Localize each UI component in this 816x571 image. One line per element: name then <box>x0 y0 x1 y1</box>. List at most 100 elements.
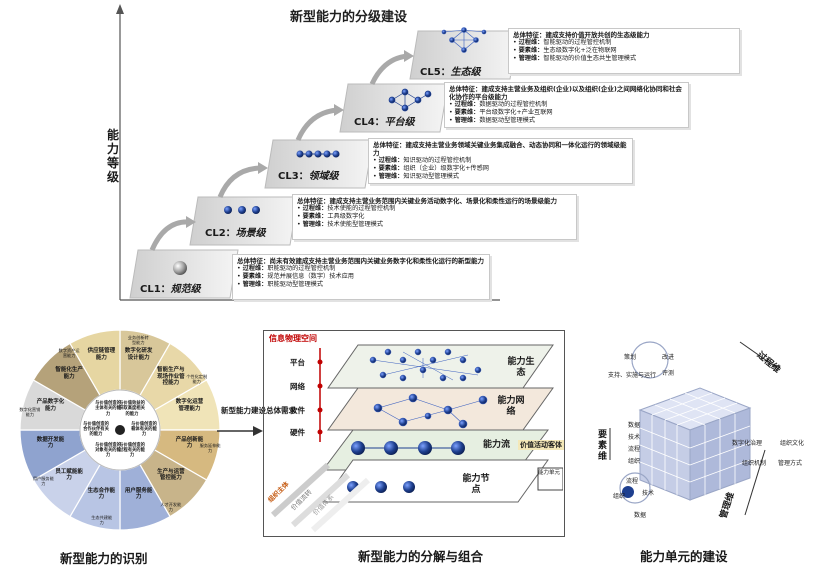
ecosystem-network-icon <box>369 348 482 382</box>
mgmt-style: 管理方式 <box>778 460 803 467</box>
wheel-segment-label: 生产与运营管控能力 <box>157 468 185 482</box>
value-arrow-3 <box>310 477 371 533</box>
card-cl5-summary: 总体特征：建成支持价值开放共创的生态级能力 <box>513 31 650 39</box>
card-cl3-summary: 总体特征：建成支持主营业务领域关键业务集成融合、动态协同和一体化运行的领域级能力 <box>373 141 627 157</box>
wheel-segment-label: 智能化生产能力 <box>55 367 83 380</box>
cycle-process: 流程 <box>626 478 639 485</box>
element-hub-icon <box>622 486 634 498</box>
process-plan: 策划 <box>624 354 637 361</box>
level-cl3-label: CL3：领域级 <box>278 171 339 182</box>
demand-arrow-label: 新型能力建设总体需求 <box>221 406 296 415</box>
item-hardware: 硬件 <box>290 428 305 437</box>
mgmt-governance: 数字化治理 <box>732 440 763 447</box>
wheel-segment-label: 生态合作能力 <box>87 487 116 501</box>
mgmt-culture: 组织文化 <box>780 440 805 447</box>
capability-wheel <box>19 329 221 531</box>
card-cl5: 总体特征：建成支持价值开放共创的生态级能力 • 过程维：智能驱动的过程管控机制 … <box>508 28 740 74</box>
label-capability-flow: 能力流 <box>483 440 511 450</box>
unit-caption: 能力单元的建设 <box>640 549 728 564</box>
wheel-inner-label: 与价值创造的载体有关的能力 <box>131 422 157 438</box>
card-cl2-summary: 总体特征：建成支持主营业务范围内关键业务活动数字化、场景化和柔性运行的场景级能力 <box>297 197 557 205</box>
wheel-outer-label: 数字资产运营能力 <box>58 348 80 359</box>
wheel-outer-label: 业务创新转型能力 <box>127 334 149 345</box>
cycle-org: 组织 <box>613 493 626 500</box>
wheel-inner-label: 与价值创造的过程有关的能力 <box>119 442 145 459</box>
item-network: 网络 <box>290 382 305 391</box>
element-cycle-icon <box>619 472 651 504</box>
space-label: 信息物理空间 <box>269 334 317 343</box>
flow-spheres-icon <box>351 441 465 455</box>
staircase-graphic <box>116 4 519 301</box>
card-cl4: 总体特征：建成支持主营业务及组织(企业)以及组织(企业)之间网络化协同和社会化协… <box>444 82 689 128</box>
card-cl4-summary: 总体特征：建成支持主营业务及组织(企业)以及组织(企业)之间网络化协同和社会化协… <box>449 85 682 101</box>
cycle-data: 数据 <box>634 512 647 519</box>
value-arrow-1 <box>270 462 331 518</box>
label-capability-node: 能力节点 <box>462 474 490 495</box>
arrow-cl1-cl2 <box>149 219 191 252</box>
element-tech: 技术 <box>628 434 641 441</box>
label-capability-network: 能力网络 <box>497 396 525 417</box>
item-software: 软件 <box>290 406 305 415</box>
process-support: 支持、实施与运行 <box>608 372 657 379</box>
unit-box-label: 能力单元 <box>538 470 561 476</box>
wheel-segment-label: 数据开发能力 <box>36 436 65 450</box>
process-cycle-icon <box>631 341 669 379</box>
capability-unit-box <box>537 467 563 491</box>
level-cl1-label: CL1：规范级 <box>140 284 201 295</box>
element-process: 流程 <box>628 446 641 453</box>
element-data: 数据 <box>628 422 641 429</box>
wheel-caption: 新型能力的识别 <box>60 551 148 566</box>
wheel-segment-label: 产品数字化能力 <box>36 399 65 412</box>
demand-arrow <box>217 426 263 436</box>
wheel-segment-label: 供应链管理能力 <box>87 348 116 361</box>
capability-cube <box>638 387 752 501</box>
wheel-segment-label: 员工赋能能力 <box>55 468 83 482</box>
y-axis-label-text: 能力等级 <box>106 128 119 184</box>
layer-node <box>322 459 549 503</box>
wheel-segment-label: 智能生产与现场作业管控能力 <box>157 367 185 387</box>
element-dim-label: 要素维 <box>598 430 608 462</box>
wheel-inner-label: 与价值创造的合作伙伴有关的能力 <box>83 422 109 438</box>
layer-graphic <box>270 344 563 533</box>
level-cl5-label: CL5：生态级 <box>420 67 481 78</box>
card-cl2: 总体特征：建成支持主营业务范围内关键业务活动数字化、场景化和柔性运行的场景级能力… <box>292 194 577 240</box>
value-activity-label: 价值活动客体 <box>518 440 564 450</box>
item-platform: 平台 <box>290 358 305 367</box>
mgmt-mechanism: 组织机制 <box>742 460 767 467</box>
cl5-ecosystem-icon <box>441 27 487 53</box>
level-cl4-label: CL4：平台级 <box>354 117 415 128</box>
wheel-segment-label: 数字化运营管理能力 <box>175 399 204 412</box>
wheel-inner-label: 与价值创造的对象有关的能力 <box>95 442 121 459</box>
arrow-cl2-cl3 <box>217 165 263 199</box>
element-org: 组织 <box>628 458 641 465</box>
decomposition-frame <box>263 330 565 537</box>
card-cl1-summary: 总体特征：尚未有效建成支持主营业务范围内关键业务数字化和柔性化运行的新型能力 <box>237 257 484 265</box>
capability-network-icon <box>373 393 488 429</box>
cycle-tech: 技术 <box>642 490 655 497</box>
wheel-outer-label: 个性化定制能力 <box>186 374 208 385</box>
arrow-cl4-cl5 <box>369 53 409 86</box>
step-cl1 <box>129 249 239 299</box>
process-evaluate: 评测 <box>662 370 675 377</box>
wheel-inner-label: 与价值创造的主体有关的能力 <box>95 401 121 417</box>
wheel-outer-label: 生态共建能力 <box>91 515 113 526</box>
cl1-sphere-icon <box>173 261 187 275</box>
wheel-segment-label: 产品创新能力 <box>175 436 204 450</box>
card-cl1: 总体特征：尚未有效建成支持主营业务范围内关键业务数字化和柔性化运行的新型能力 •… <box>232 254 490 300</box>
arrow-cl3-cl4 <box>295 107 339 142</box>
wheel-outer-label: 人才开发能力 <box>160 501 182 512</box>
wheel-labels: 数字化研发设计能力智能生产与现场作业管控能力数字化运营管理能力产品创新能力生产与… <box>0 308 240 538</box>
level-cl2-label: CL2：场景级 <box>205 228 266 239</box>
top-title: 新型能力的分级建设 <box>290 10 408 25</box>
label-capability-ecosystem: 能力生态 <box>507 357 535 378</box>
wheel-outer-label: 数字化营销能力 <box>19 406 41 417</box>
wheel-segment-label: 数字化研发设计能力 <box>124 348 153 361</box>
process-improve: 改进 <box>662 354 675 361</box>
cl3-chain-icon <box>296 150 340 158</box>
y-axis-label: 能力等级 <box>106 128 120 184</box>
unit-cube-graphic <box>609 341 781 516</box>
wheel-outer-label: 用户服务能力 <box>32 475 54 486</box>
cl4-network-icon <box>388 88 432 112</box>
decomposition-caption: 新型能力的分解与组合 <box>358 549 484 564</box>
wheel-outer-label: 服务延伸能力 <box>199 443 221 454</box>
